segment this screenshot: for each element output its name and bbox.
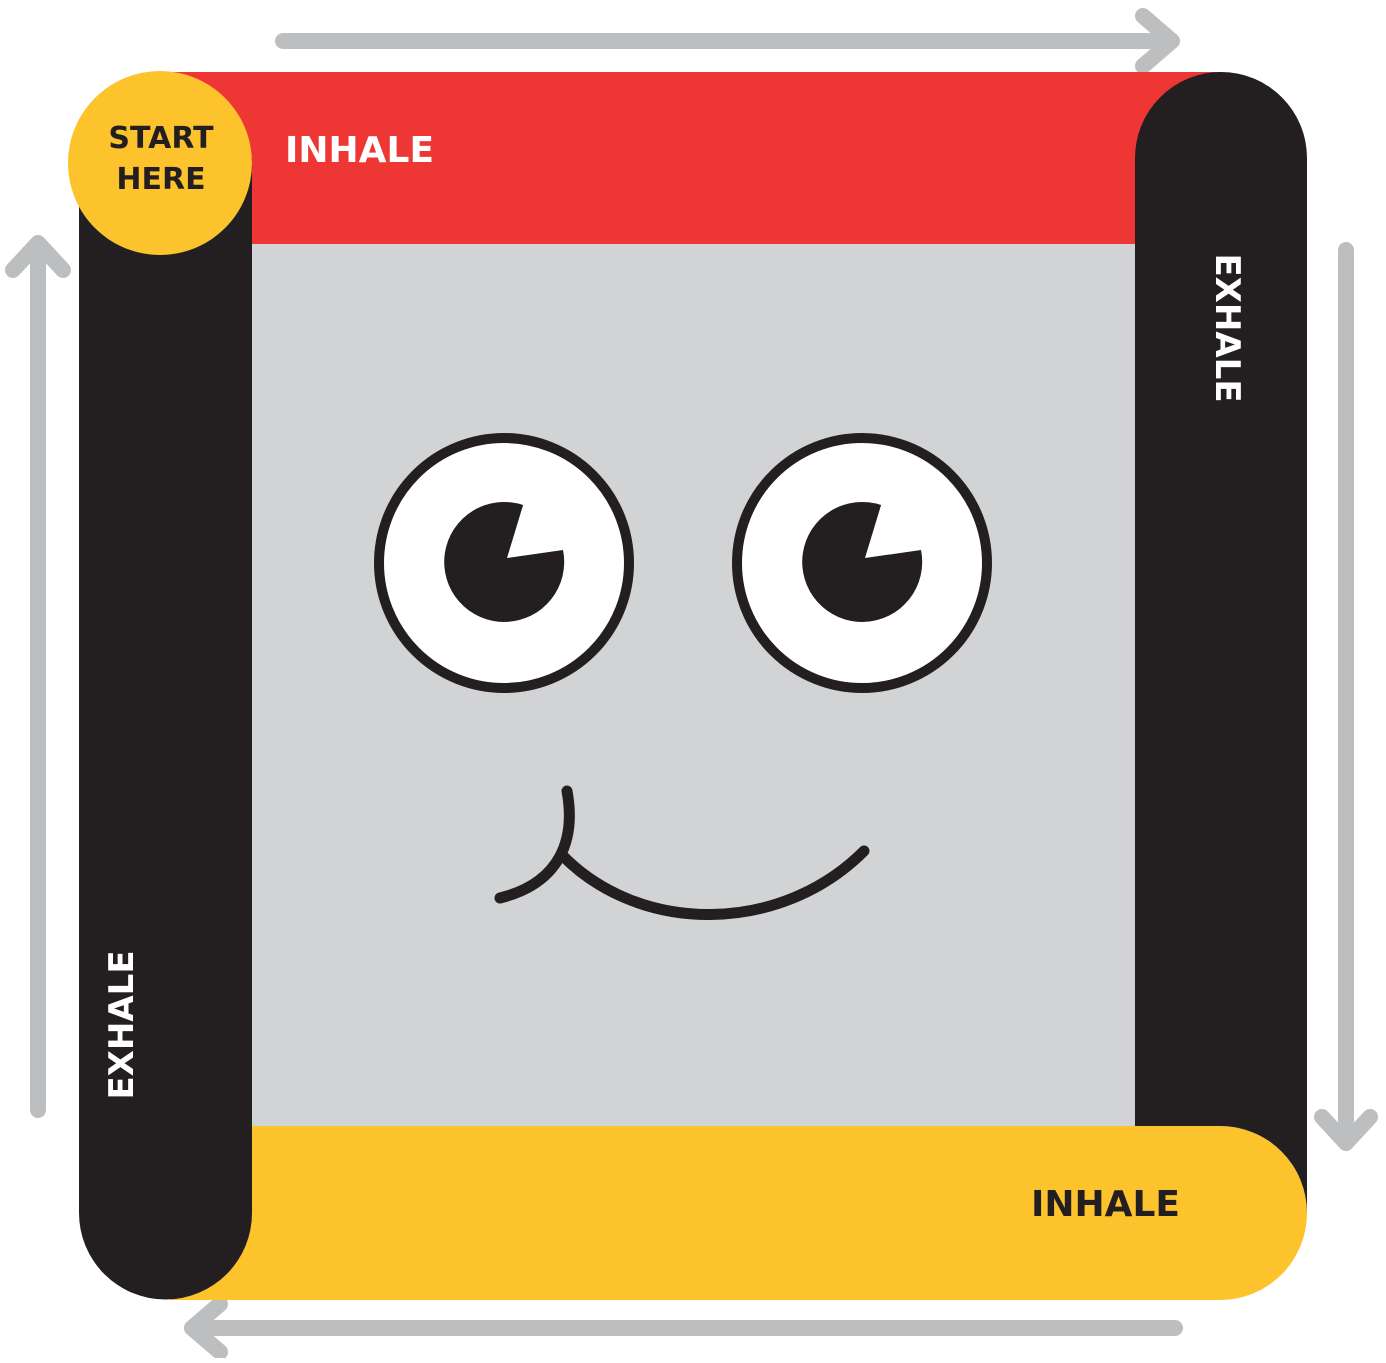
arrow-left [13,243,63,1110]
label-bottom-inhale: INHALE [1031,1184,1180,1225]
arrow-bottom [192,1304,1175,1352]
label-right-exhale: EXHALE [1207,253,1247,402]
label-top-inhale: INHALE [285,130,434,171]
start-here-badge: START HERE [68,71,252,255]
face-panel [240,230,1145,1136]
start-here-line2: HERE [116,162,205,197]
arrow-right [1322,250,1370,1143]
segment-left-exhale [79,158,252,1300]
segment-right-exhale [1135,72,1307,1213]
left-eye [379,438,629,688]
start-here-line1: START [108,121,214,156]
label-left-exhale: EXHALE [102,950,142,1099]
right-eye [737,438,987,688]
arrow-top [283,16,1172,66]
